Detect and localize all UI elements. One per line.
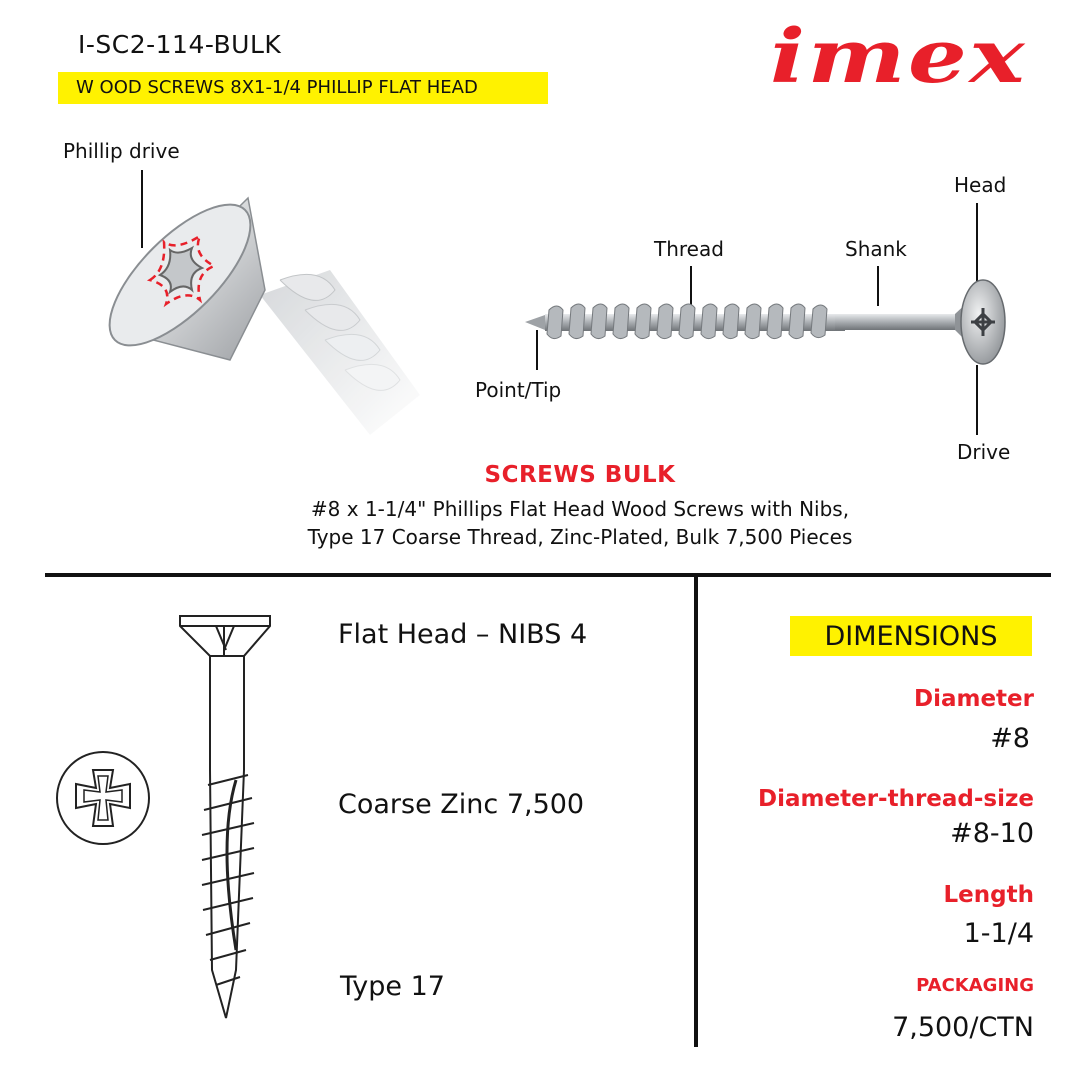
feature-flat-head-nibs: Flat Head – NIBS 4 (338, 619, 588, 650)
screw-head-closeup-image (108, 196, 420, 435)
horizontal-divider (45, 573, 1051, 577)
product-category-title: SCREWS BULK (484, 462, 676, 488)
length-label: Length (943, 882, 1034, 908)
point-tip-pointer (536, 330, 538, 370)
product-description-line-2: Type 17 Coarse Thread, Zinc-Plated, Bulk… (307, 525, 853, 549)
product-name-banner: W OOD SCREWS 8X1-1/4 PHILLIP FLAT HEAD (58, 72, 548, 104)
shank-pointer (877, 266, 879, 306)
thread-callout: Thread (654, 237, 724, 261)
drive-pointer (976, 365, 978, 435)
length-value: 1-1/4 (963, 918, 1034, 949)
dimensions-heading: DIMENSIONS (790, 616, 1032, 656)
diameter-thread-size-label: Diameter-thread-size (758, 786, 1034, 812)
shank-callout: Shank (845, 237, 907, 261)
vertical-divider (694, 577, 698, 1047)
diameter-label: Diameter (914, 686, 1034, 712)
screw-side-view-image (525, 279, 1006, 365)
drive-callout: Drive (957, 440, 1011, 464)
head-callout: Head (954, 173, 1007, 197)
point-tip-callout: Point/Tip (475, 378, 562, 402)
head-pointer (976, 203, 978, 281)
diameter-value: #8 (990, 723, 1030, 754)
feature-coarse-zinc: Coarse Zinc 7,500 (338, 789, 585, 820)
screw-technical-drawing (56, 615, 271, 1019)
diameter-thread-size-value: #8-10 (950, 818, 1034, 849)
product-description-line-1: #8 x 1-1/4" Phillips Flat Head Wood Scre… (310, 497, 850, 521)
product-sku: I-SC2-114-BULK (78, 30, 282, 59)
phillip-drive-callout: Phillip drive (63, 139, 180, 163)
packaging-value: 7,500/CTN (892, 1012, 1034, 1043)
feature-type-17: Type 17 (340, 971, 445, 1002)
thread-pointer (690, 266, 692, 306)
imex-logo: imex (770, 14, 1028, 100)
packaging-label: PACKAGING (916, 975, 1034, 996)
phillip-drive-pointer (141, 170, 143, 248)
